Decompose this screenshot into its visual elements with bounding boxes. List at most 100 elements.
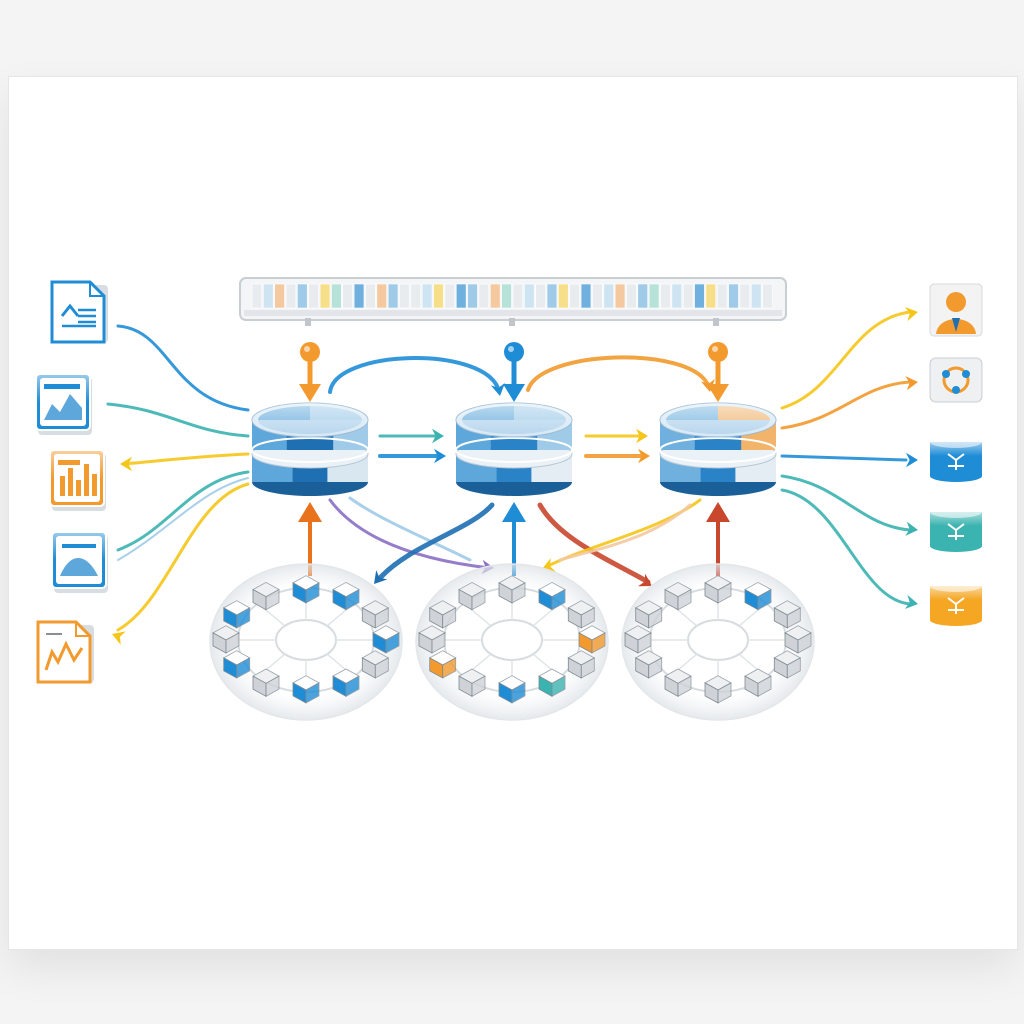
bus-segment: [387, 283, 399, 309]
arrowhead-shape: [905, 376, 918, 391]
rise-head: [706, 502, 730, 522]
rise-head: [502, 502, 526, 522]
area-glyph: [44, 394, 82, 420]
flow-line: [526, 355, 710, 392]
hub-band: [659, 437, 777, 463]
hub-shine: [660, 403, 776, 437]
bus-segment: [410, 283, 422, 309]
cross-arrow: [348, 496, 472, 562]
bus-segment: [524, 283, 535, 309]
bus-segment: [558, 283, 569, 309]
glyph-bar: [58, 460, 80, 465]
drop-head: [707, 384, 729, 402]
bus-segment: [263, 283, 274, 309]
bus-segment: [739, 283, 751, 309]
cylinder-shine: [930, 442, 982, 456]
arrowhead: [638, 573, 652, 587]
bus-segment: [285, 283, 297, 309]
bus-segment: [751, 283, 762, 309]
bus-segment: [478, 283, 490, 309]
arrowhead: [490, 382, 506, 396]
flow-line: [117, 477, 249, 561]
knob-shine: [712, 346, 718, 352]
hub-link: [584, 428, 648, 444]
bus-segment: [319, 283, 331, 309]
flow-line: [780, 310, 912, 410]
flow-line: [780, 474, 912, 532]
input-flow-2: [106, 402, 250, 438]
flow-line: [348, 496, 472, 562]
input-flow-extra: [117, 477, 249, 561]
cube-right: [374, 657, 389, 679]
bus-segment: [297, 283, 308, 309]
flow-line: [116, 482, 250, 632]
flow-line: [116, 470, 250, 552]
hub-top-face: [455, 402, 573, 438]
network-node: [962, 370, 970, 378]
flow-line: [537, 502, 651, 585]
arrowhead-shape: [490, 382, 506, 396]
arrowhead: [120, 456, 132, 472]
cube-right: [345, 675, 360, 697]
loop-arrow-left: [328, 356, 506, 396]
hub-link: [584, 448, 650, 464]
bus-segment: [274, 283, 285, 309]
input-flow-1: [116, 324, 250, 412]
arrowhead-shape: [112, 631, 126, 645]
cluster-core: [481, 619, 543, 661]
bar-glyph: [76, 480, 81, 496]
user-avatar-icon: [929, 283, 983, 337]
bus-segment: [399, 283, 410, 309]
doc-fold: [75, 622, 90, 637]
cube-right: [305, 582, 320, 604]
input-flow-3: [120, 452, 250, 472]
database-orange-icon: [930, 580, 982, 626]
bus-segment: [501, 283, 512, 309]
document-icon: [50, 280, 108, 344]
database-blue-icon: [930, 436, 982, 482]
flow-line: [780, 454, 908, 462]
data-bus: [239, 277, 787, 326]
node-cluster-3: [621, 563, 815, 721]
bus-segment: [682, 283, 694, 309]
cube-right: [551, 588, 566, 611]
output-flow-2: [780, 376, 918, 430]
bus-segment: [580, 283, 592, 309]
area-chart-icon: [35, 373, 92, 435]
cylinder-shine: [930, 586, 982, 600]
cube-right: [797, 632, 812, 654]
input-flow-5: [112, 482, 250, 645]
knob-shine: [304, 346, 310, 352]
drop-head: [299, 384, 321, 402]
cylinder-glyph: [947, 597, 965, 614]
bus-segment: [546, 283, 558, 309]
database-hub: [455, 402, 573, 496]
drop-knob: [708, 342, 728, 362]
arrowhead: [904, 594, 918, 610]
bus-segment: [614, 283, 626, 309]
bus-to-hub-arrow: [707, 342, 729, 402]
bus-segment: [444, 283, 456, 309]
flow-line: [106, 402, 250, 438]
cube-right: [648, 607, 663, 629]
cube-right: [236, 607, 251, 629]
bar-glyph: [92, 474, 97, 496]
cube-right: [648, 657, 663, 679]
flow-line: [328, 356, 500, 394]
bus-segment: [648, 283, 660, 309]
cube-right: [431, 632, 446, 654]
hub-link: [378, 428, 444, 444]
people-network-icon: [929, 357, 983, 403]
cube-right: [471, 675, 486, 697]
cube-right: [786, 657, 801, 679]
drop-knob: [300, 342, 320, 362]
cube-right: [345, 588, 360, 611]
cube-right: [757, 675, 772, 697]
mount-glyph: [60, 558, 98, 576]
bus-segment: [603, 283, 614, 309]
cube-right: [265, 588, 280, 611]
flow-line: [558, 503, 692, 562]
hub-link: [378, 448, 446, 464]
cube-right: [442, 607, 457, 629]
arrowhead-shape: [638, 573, 652, 587]
